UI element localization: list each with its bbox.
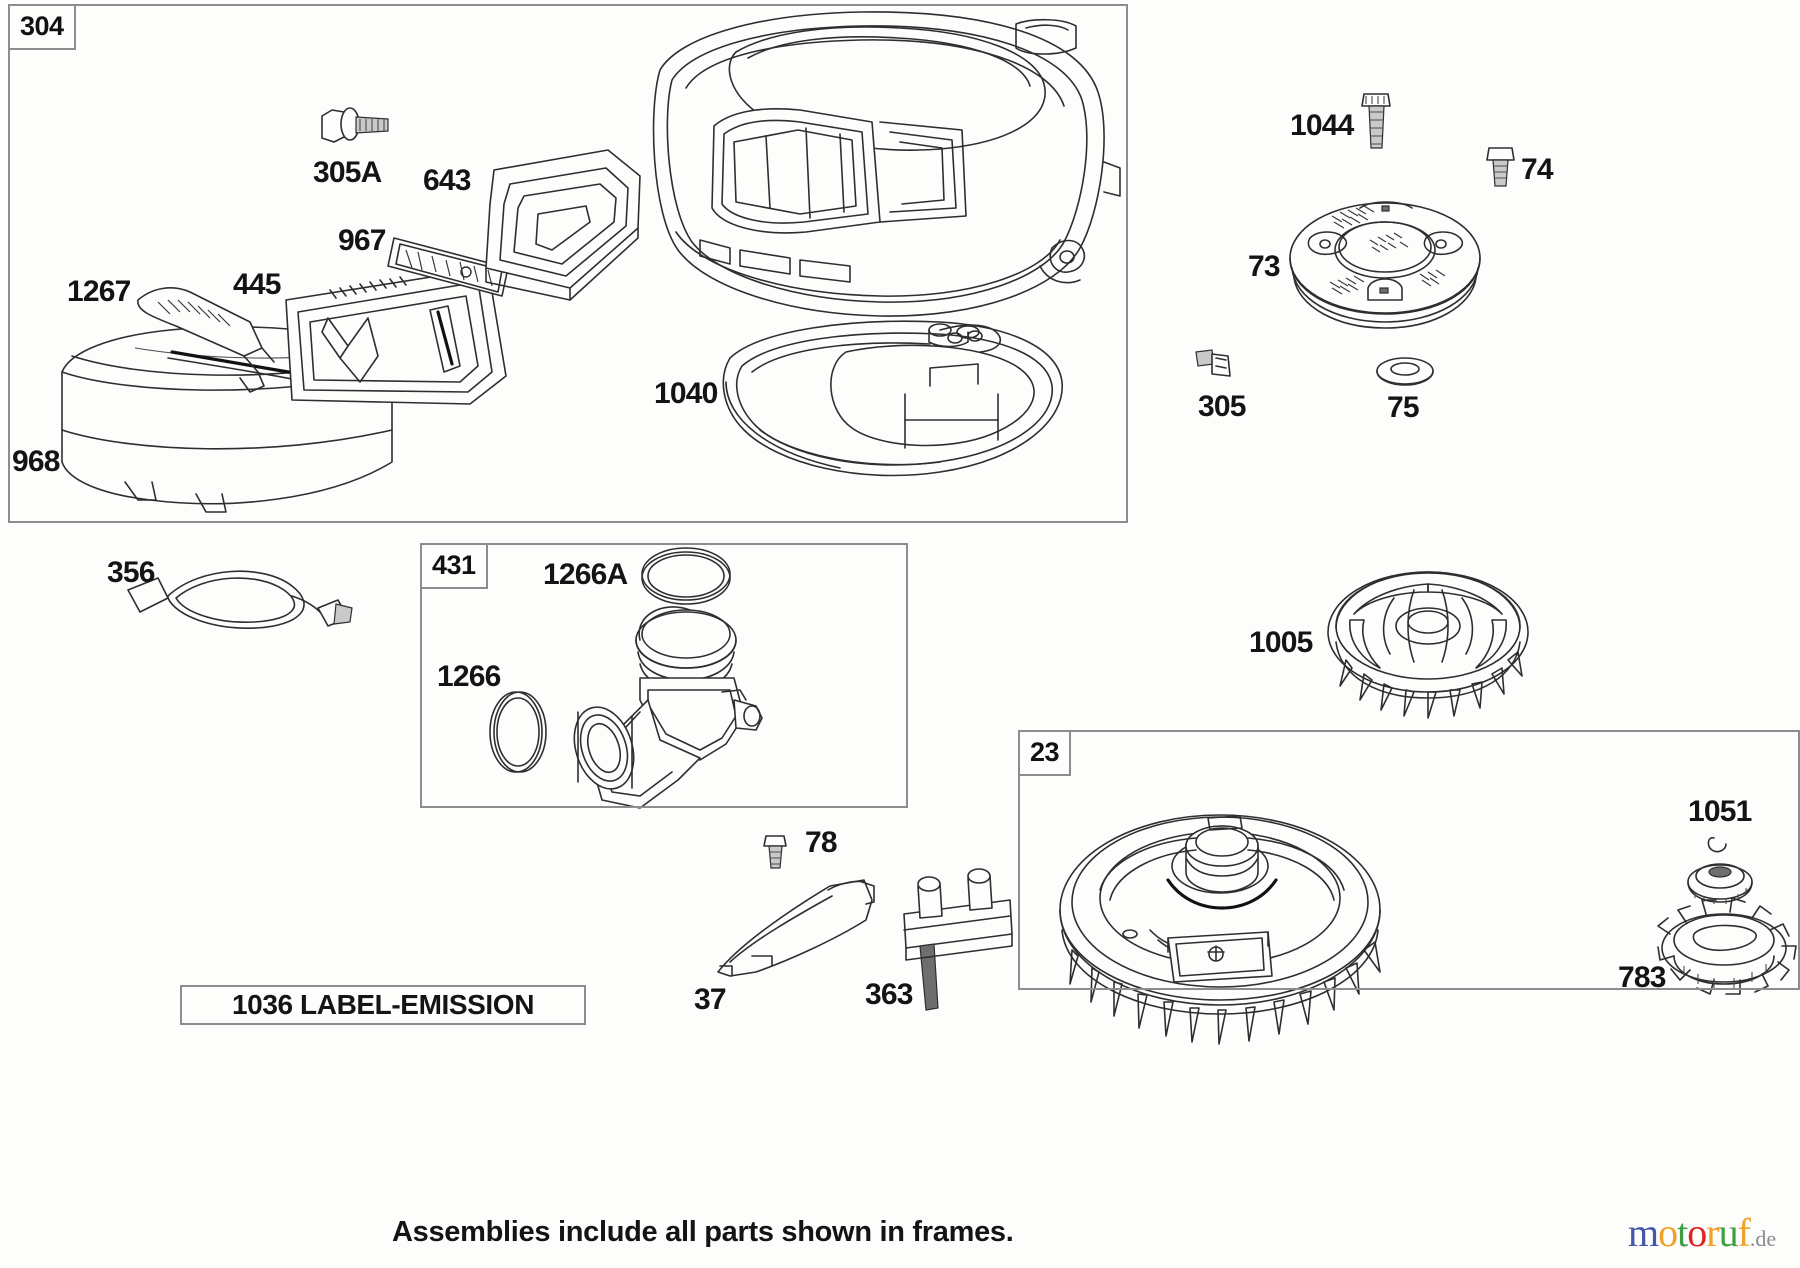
label-emission-text: 1036 LABEL-EMISSION bbox=[231, 989, 535, 1020]
part-74-hex-flange-screw bbox=[1486, 147, 1515, 187]
logo-letter-m: m bbox=[1628, 1210, 1659, 1255]
callout-37: 37 bbox=[694, 983, 727, 1016]
part-73-starter-clutch-pulley bbox=[1289, 201, 1481, 329]
frame-tag-431: 431 bbox=[420, 543, 488, 589]
logo-letter-o1: o bbox=[1658, 1210, 1678, 1255]
callout-1005: 1005 bbox=[1249, 626, 1313, 659]
callout-1044: 1044 bbox=[1290, 109, 1354, 142]
callout-1040: 1040 bbox=[654, 377, 718, 410]
callout-305: 305 bbox=[1198, 390, 1246, 423]
part-75-washer bbox=[1376, 357, 1434, 386]
assembly-frame-431: 431 bbox=[420, 543, 908, 808]
logo-letter-f: f bbox=[1737, 1210, 1751, 1255]
callout-356: 356 bbox=[107, 556, 155, 589]
callout-74: 74 bbox=[1521, 153, 1554, 186]
logo-letter-u: u bbox=[1718, 1210, 1739, 1255]
part-37-air-guide-baffle bbox=[717, 879, 875, 977]
frame-tag-23: 23 bbox=[1018, 730, 1072, 776]
label-emission-box: 1036 LABEL-EMISSION bbox=[180, 985, 586, 1025]
part-78-screw bbox=[763, 835, 787, 869]
logo-letter-o2: o bbox=[1687, 1210, 1707, 1255]
callout-643: 643 bbox=[423, 164, 471, 197]
assembly-frame-23: 23 bbox=[1018, 730, 1800, 990]
part-356-spark-plug-wire bbox=[127, 570, 353, 629]
assembly-frame-304: 304 bbox=[8, 4, 1128, 523]
part-1044-stud-screw bbox=[1361, 93, 1391, 149]
callout-75: 75 bbox=[1387, 391, 1420, 424]
callout-968: 968 bbox=[12, 445, 60, 478]
logo-suffix-de: .de bbox=[1749, 1226, 1777, 1251]
callout-1266: 1266 bbox=[437, 660, 501, 693]
part-1005-flywheel-fan bbox=[1327, 571, 1529, 719]
callout-1267: 1267 bbox=[67, 275, 131, 308]
logo-letter-r: r bbox=[1706, 1210, 1719, 1255]
callout-73: 73 bbox=[1248, 250, 1281, 283]
part-363-governor-bracket bbox=[903, 868, 1013, 1011]
assemblies-note: Assemblies include all parts shown in fr… bbox=[392, 1216, 1014, 1248]
callout-363: 363 bbox=[865, 978, 913, 1011]
motoruf-logo: motoruf.de bbox=[1628, 1213, 1776, 1253]
callout-78: 78 bbox=[805, 826, 838, 859]
frame-tag-304: 304 bbox=[8, 4, 76, 50]
callout-445: 445 bbox=[233, 268, 281, 301]
logo-letter-t: t bbox=[1677, 1210, 1688, 1255]
callout-305A: 305A bbox=[313, 156, 382, 189]
part-305-flange-screw bbox=[1195, 349, 1231, 377]
callout-783: 783 bbox=[1618, 961, 1666, 994]
callout-1051: 1051 bbox=[1688, 795, 1752, 828]
callout-967: 967 bbox=[338, 224, 386, 257]
callout-1266A: 1266A bbox=[543, 558, 628, 591]
